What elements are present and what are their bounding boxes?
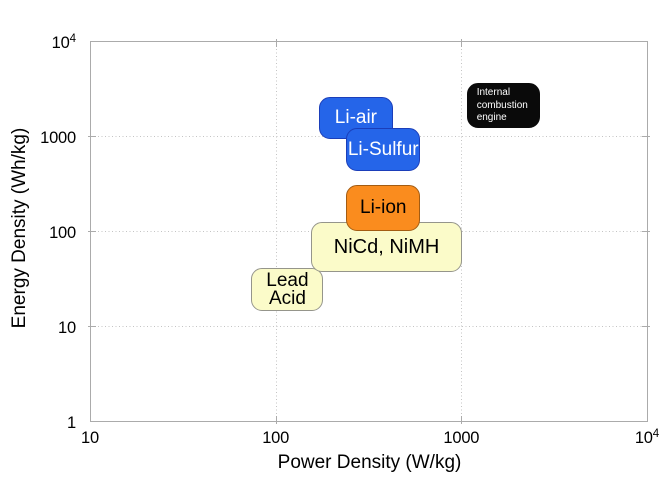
- tick-label-base: 10: [51, 33, 70, 52]
- x-axis-title: Power Density (W/kg): [277, 452, 462, 473]
- y-axis-title: Energy Density (Wh/kg): [9, 127, 30, 329]
- y-tick-label-100: 100: [49, 223, 76, 242]
- tick-y-left-10: [88, 326, 96, 327]
- tick-x-bottom-1000: [461, 416, 462, 424]
- tick-y-right-1000: [642, 136, 650, 137]
- tick-y-right-10: [642, 326, 650, 327]
- region-label-nicd-nimh: NiCd, NiMH: [333, 235, 440, 258]
- x-tick-label-1000: 1000: [443, 429, 480, 447]
- region-li-sulfur: Li-Sulfur: [346, 128, 421, 171]
- tick-x-top-1000: [461, 39, 462, 47]
- x-tick-label-10: 10: [81, 429, 99, 447]
- region-li-ion: Li-ion: [346, 185, 421, 231]
- tick-y-left-1000: [88, 136, 96, 137]
- region-label-li-air: Li-air: [334, 107, 378, 129]
- y-tick-label-10: 10: [58, 318, 76, 337]
- x-tick-label-10000: 104: [602, 427, 668, 451]
- tick-x-bottom-100: [276, 416, 277, 424]
- tick-label-exponent: 4: [652, 428, 660, 440]
- tick-label-exponent: 4: [69, 32, 76, 45]
- gridline-y-10: [91, 326, 647, 327]
- tick-label-base: 10: [634, 429, 653, 447]
- y-tick-label-1000: 1000: [40, 128, 76, 147]
- region-label-li-sulfur: Li-Sulfur: [347, 138, 419, 160]
- tick-y-right-100: [642, 231, 650, 232]
- tick-y-left-100: [88, 231, 96, 232]
- y-tick-label-1: 1: [67, 413, 76, 432]
- tick-x-top-100: [276, 39, 277, 47]
- x-tick-label-100: 100: [262, 429, 290, 447]
- region-label-li-ion: Li-ion: [360, 197, 407, 219]
- y-tick-label-10000: 104: [0, 32, 76, 56]
